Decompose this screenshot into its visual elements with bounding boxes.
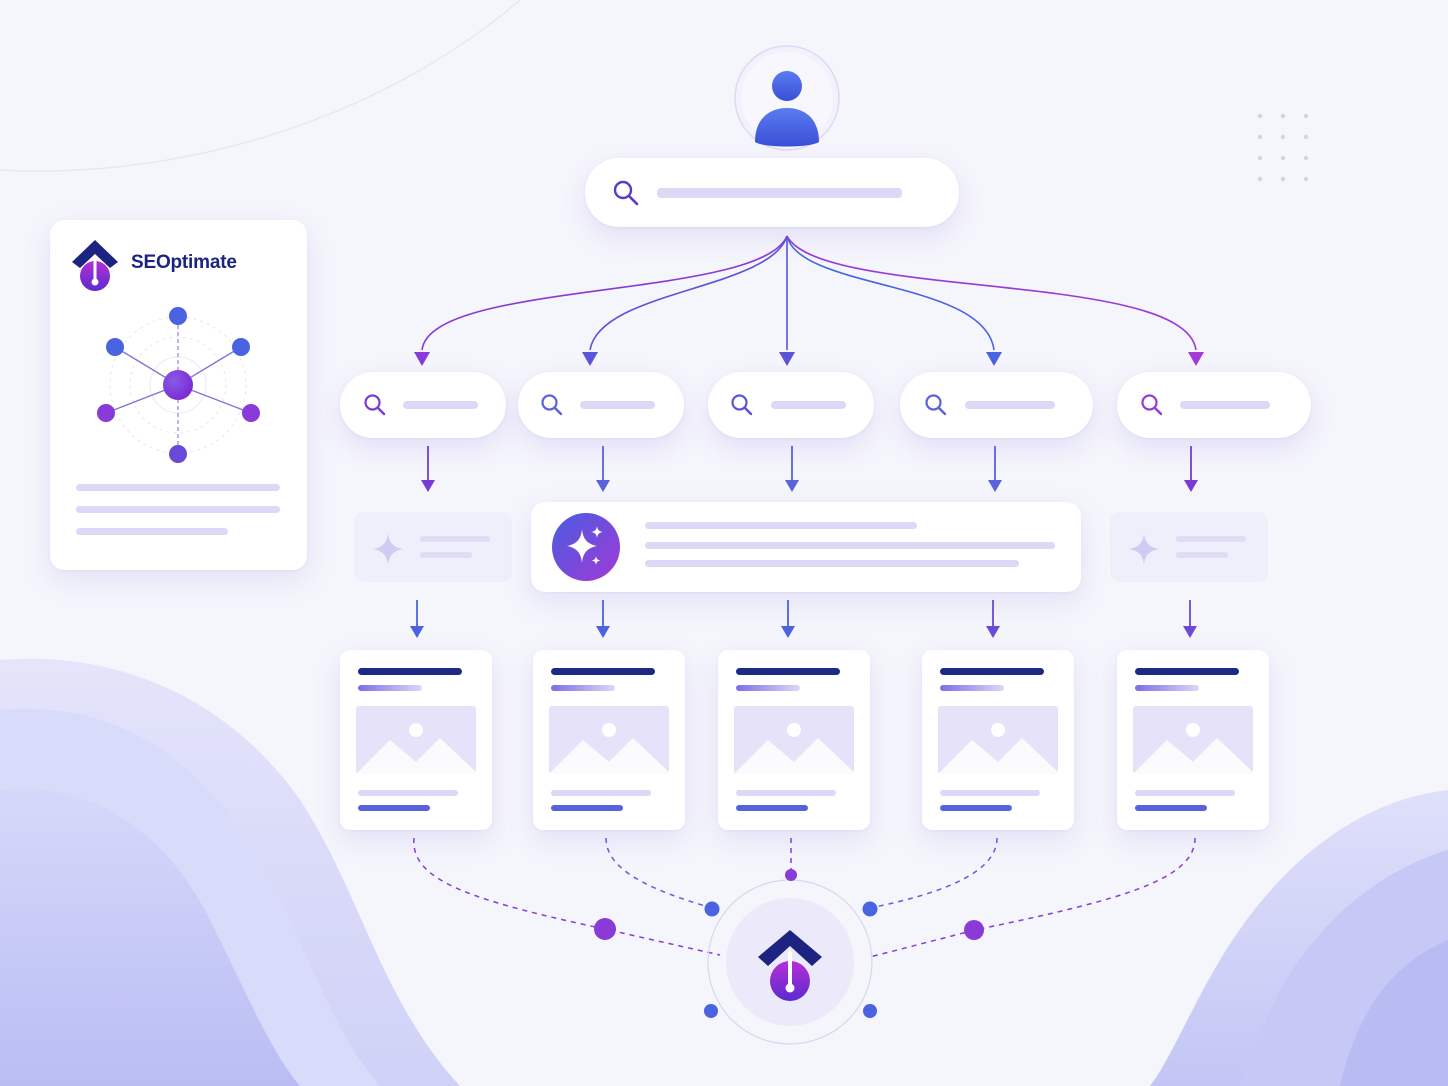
result-snippet-placeholder bbox=[358, 790, 458, 796]
result-title-placeholder bbox=[1135, 668, 1239, 675]
result-link-placeholder bbox=[358, 805, 430, 811]
search-icon bbox=[541, 394, 563, 416]
ai-text-placeholder bbox=[645, 542, 1055, 549]
sparkle-icon bbox=[1128, 533, 1160, 565]
query-pill-1[interactable] bbox=[340, 372, 506, 438]
result-link-placeholder bbox=[736, 805, 808, 811]
ai-text-placeholder bbox=[420, 552, 472, 558]
result-card-2[interactable] bbox=[533, 650, 685, 830]
result-card-1[interactable] bbox=[340, 650, 492, 830]
result-title-placeholder bbox=[358, 668, 462, 675]
result-card-4[interactable] bbox=[922, 650, 1074, 830]
result-link-placeholder bbox=[940, 805, 1012, 811]
query-pill-5[interactable] bbox=[1117, 372, 1311, 438]
search-icon bbox=[1141, 394, 1163, 416]
result-url-placeholder bbox=[1135, 685, 1199, 691]
ai-text-placeholder bbox=[1176, 552, 1228, 558]
search-query-placeholder bbox=[657, 188, 902, 198]
branch-line-1 bbox=[421, 235, 788, 351]
result-card-3[interactable] bbox=[718, 650, 870, 830]
query-text-placeholder bbox=[403, 401, 478, 409]
image-placeholder-icon bbox=[1133, 706, 1253, 774]
sparkle-icon bbox=[552, 513, 620, 581]
branch-line-4 bbox=[786, 235, 995, 351]
result-url-placeholder bbox=[358, 685, 422, 691]
image-placeholder-icon bbox=[734, 706, 854, 774]
result-snippet-placeholder bbox=[736, 790, 836, 796]
ai-summary-faded-left bbox=[354, 512, 512, 582]
branch-arrowheads bbox=[414, 352, 1204, 366]
ai-to-result-arrows bbox=[410, 600, 1197, 638]
search-icon bbox=[925, 394, 947, 416]
query-text-placeholder bbox=[965, 401, 1055, 409]
result-url-placeholder bbox=[940, 685, 1004, 691]
main-search-bar[interactable] bbox=[585, 158, 959, 227]
result-title-placeholder bbox=[551, 668, 655, 675]
result-link-placeholder bbox=[1135, 805, 1207, 811]
image-placeholder-icon bbox=[938, 706, 1058, 774]
ai-text-placeholder bbox=[420, 536, 490, 542]
result-snippet-placeholder bbox=[1135, 790, 1235, 796]
ai-text-placeholder bbox=[645, 522, 917, 529]
query-pill-3[interactable] bbox=[708, 372, 874, 438]
ai-overview-card[interactable] bbox=[531, 502, 1081, 592]
result-snippet-placeholder bbox=[940, 790, 1040, 796]
query-text-placeholder bbox=[1180, 401, 1270, 409]
search-icon bbox=[731, 394, 753, 416]
query-pill-4[interactable] bbox=[900, 372, 1093, 438]
result-url-placeholder bbox=[736, 685, 800, 691]
image-placeholder-icon bbox=[356, 706, 476, 774]
result-url-placeholder bbox=[551, 685, 615, 691]
ai-summary-faded-right bbox=[1110, 512, 1268, 582]
sparkle-icon bbox=[372, 533, 404, 565]
result-link-placeholder bbox=[551, 805, 623, 811]
query-pill-2[interactable] bbox=[518, 372, 684, 438]
result-snippet-placeholder bbox=[551, 790, 651, 796]
result-title-placeholder bbox=[736, 668, 840, 675]
query-text-placeholder bbox=[771, 401, 846, 409]
branch-line-5 bbox=[786, 235, 1197, 351]
query-to-ai-arrows bbox=[421, 446, 1198, 492]
brand-name: SEOptimate bbox=[131, 252, 237, 273]
ai-text-placeholder bbox=[645, 560, 1019, 567]
search-icon bbox=[364, 394, 386, 416]
result-card-5[interactable] bbox=[1117, 650, 1269, 830]
result-to-hub-lines bbox=[413, 837, 1196, 958]
query-text-placeholder bbox=[580, 401, 655, 409]
ai-text-placeholder bbox=[1176, 536, 1246, 542]
image-placeholder-icon bbox=[549, 706, 669, 774]
result-title-placeholder bbox=[940, 668, 1044, 675]
user-icon bbox=[755, 71, 819, 147]
search-icon bbox=[613, 180, 639, 206]
branch-line-2 bbox=[589, 235, 788, 351]
